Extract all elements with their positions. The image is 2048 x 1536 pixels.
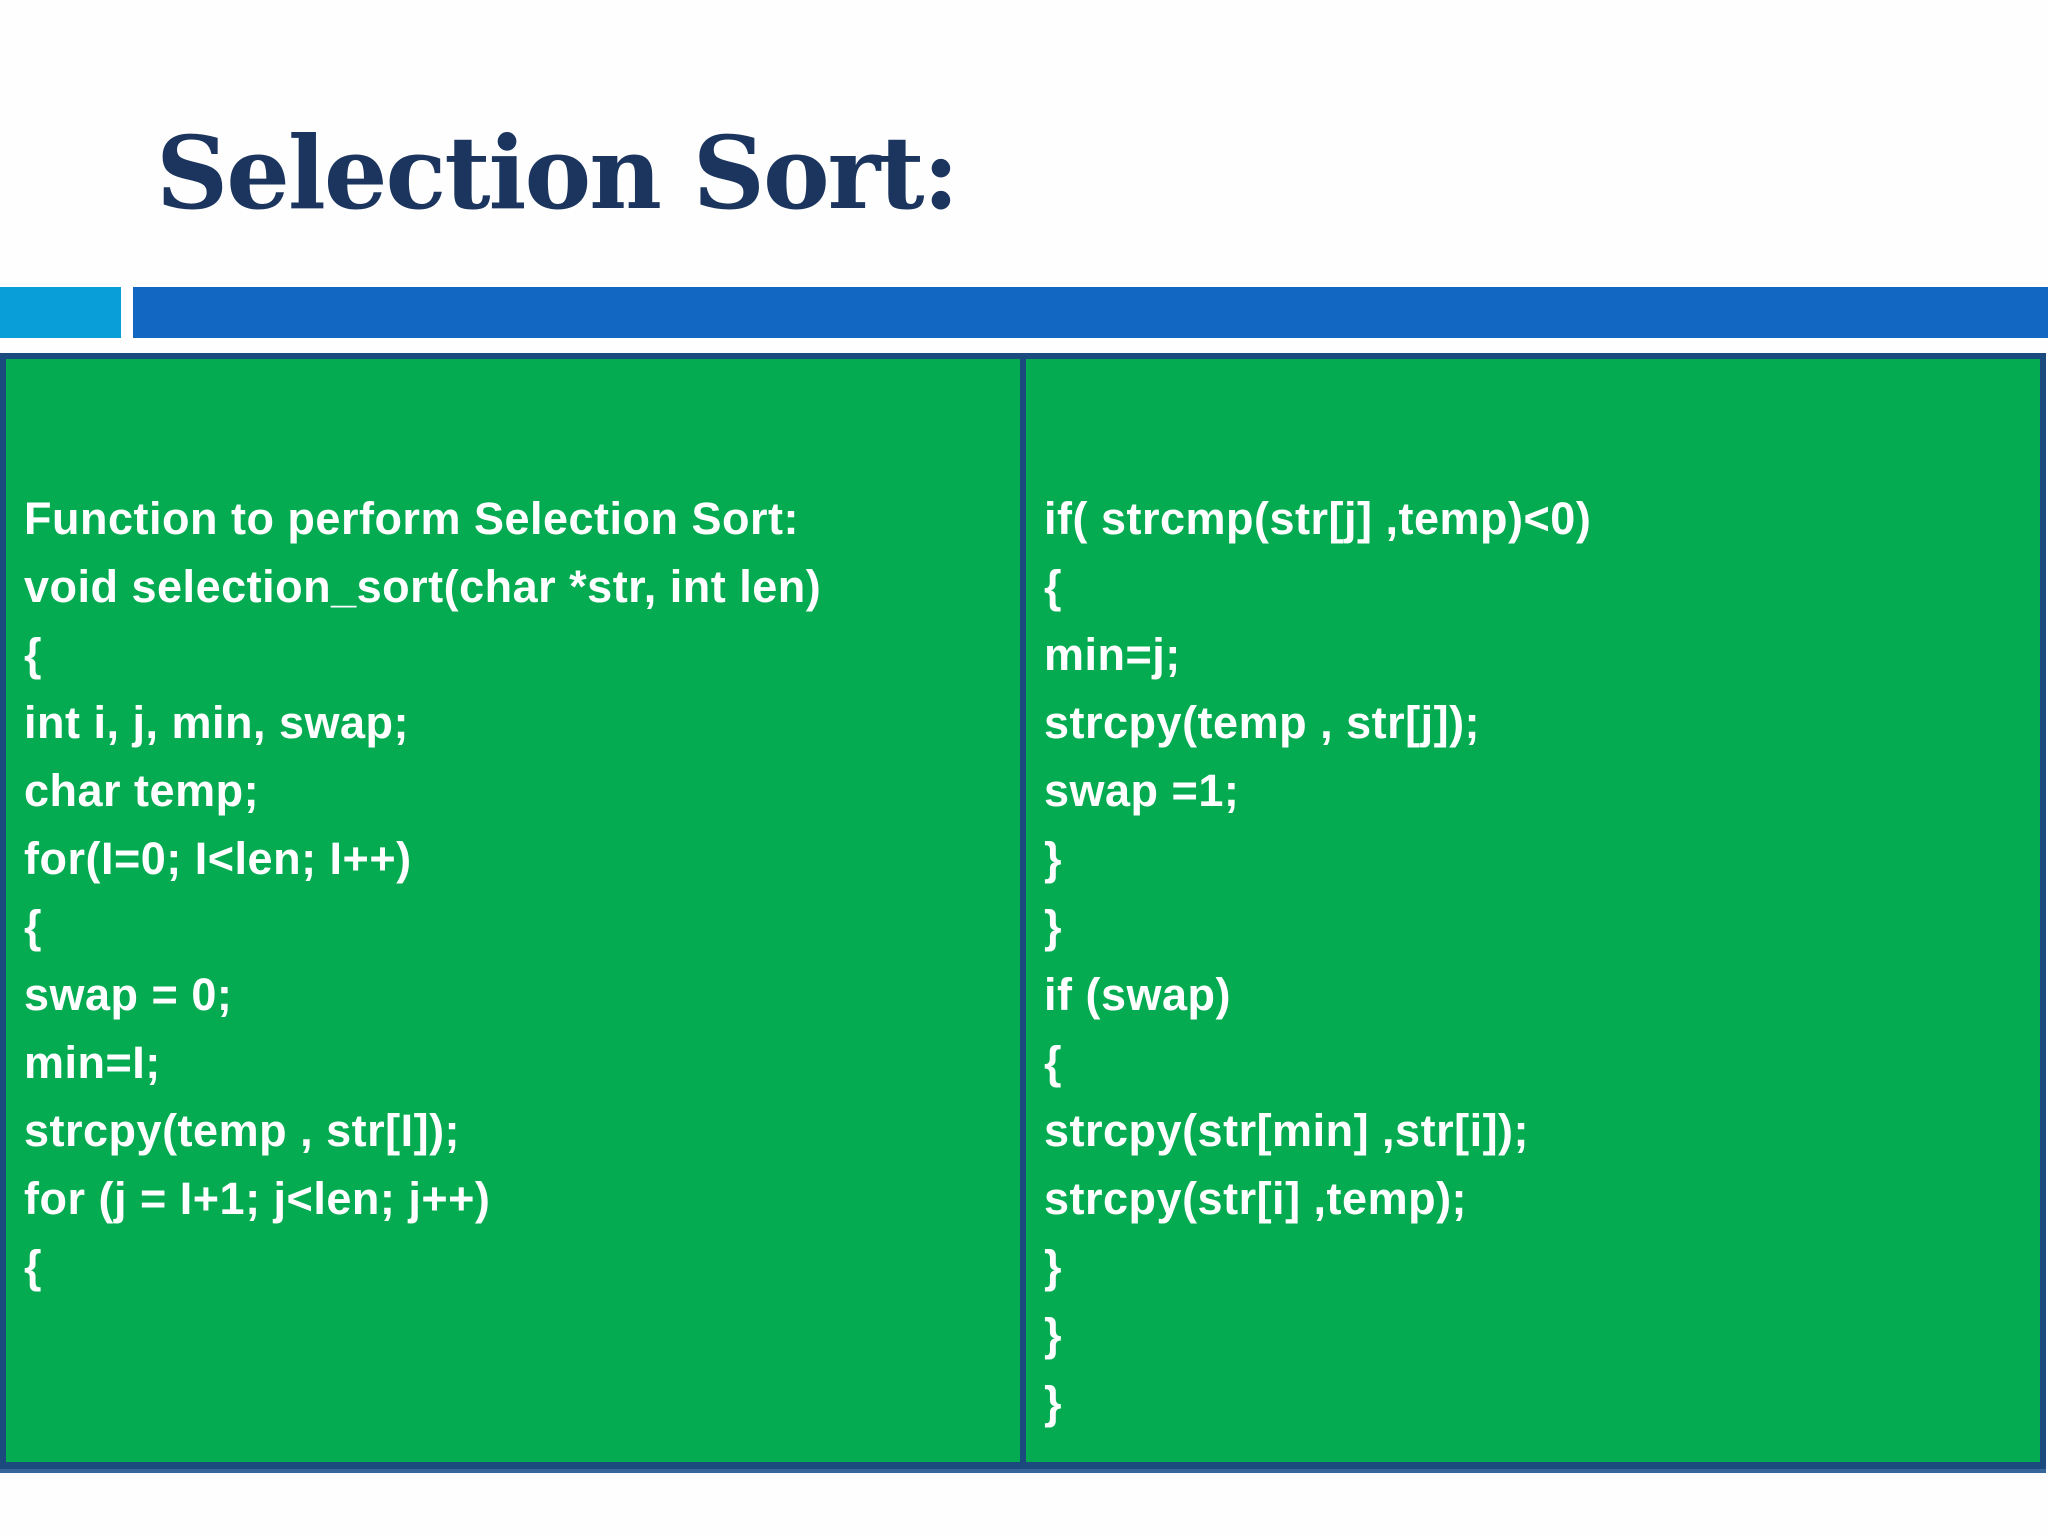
code-table: Function to perform Selection Sort: void… [0,353,2046,1469]
code-line: for(I=0; I<len; I++) [24,833,412,884]
code-line: for (j = I+1; j<len; j++) [24,1173,491,1224]
code-line: } [1044,901,1063,952]
code-line: } [1044,833,1063,884]
code-line: strcpy(temp , str[j]); [1044,697,1481,748]
code-line: strcpy(str[i] ,temp); [1044,1173,1468,1224]
code-line: swap =1; [1044,765,1240,816]
accent-square [0,287,121,338]
code-line: min=I; [24,1037,161,1088]
code-line: strcpy(temp , str[I]); [24,1105,461,1156]
code-line: if( strcmp(str[j] ,temp)<0) [1044,493,1592,544]
code-line: char temp; [24,765,260,816]
bottom-accent-line [0,1469,2046,1473]
code-panel-right: if( strcmp(str[j] ,temp)<0) { min=j; str… [1026,359,2040,1462]
code-line: min=j; [1044,629,1181,680]
code-line: } [1044,1309,1063,1360]
code-line: strcpy(str[min] ,str[i]); [1044,1105,1530,1156]
page-title: Selection Sort: [156,114,959,232]
code-line: { [24,1241,43,1292]
code-line: Function to perform Selection Sort: [24,493,800,544]
accent-bar [133,287,2048,338]
code-line: if (swap) [1044,969,1232,1020]
code-line: void selection_sort(char *str, int len) [24,561,822,612]
code-line: } [1044,1241,1063,1292]
code-line: } [1044,1377,1063,1428]
code-line: int i, j, min, swap; [24,697,410,748]
code-panel-left: Function to perform Selection Sort: void… [6,359,1020,1462]
code-line: { [24,901,43,952]
code-line: { [1044,561,1063,612]
code-line: swap = 0; [24,969,233,1020]
code-line: { [1044,1037,1063,1088]
code-line: { [24,629,43,680]
